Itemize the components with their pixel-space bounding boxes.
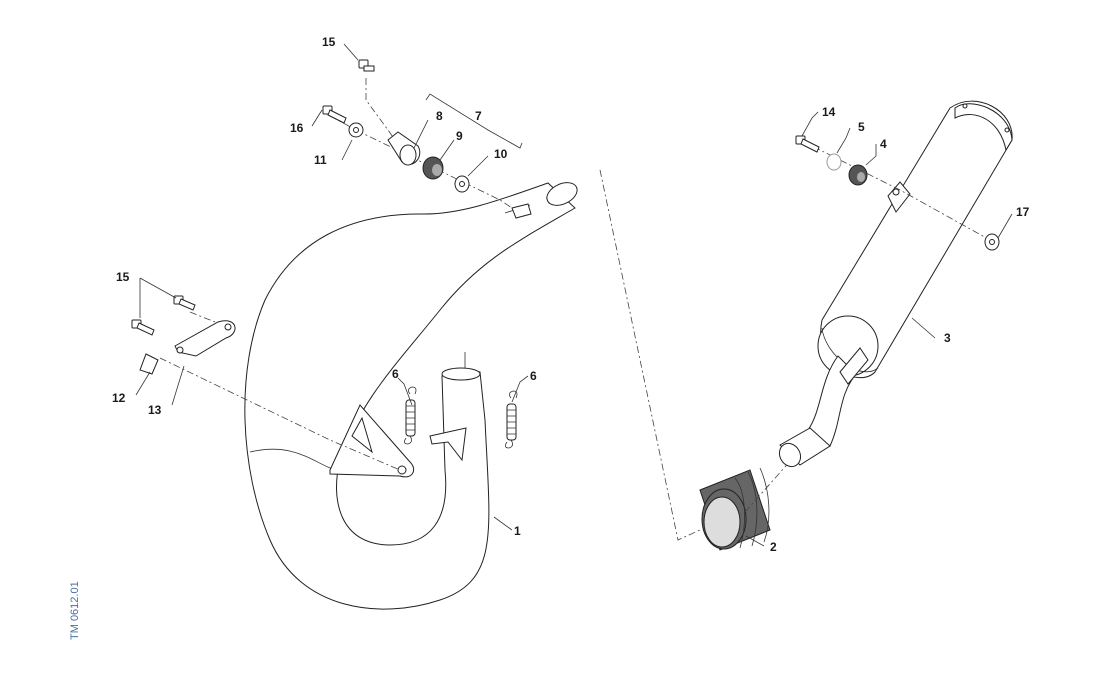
label-2: 2 — [770, 540, 777, 554]
silencer — [778, 100, 1013, 468]
label-7: 7 — [475, 109, 482, 123]
label-6-left: 6 — [392, 367, 399, 381]
label-9: 9 — [456, 129, 463, 143]
label-1: 1 — [514, 524, 521, 538]
label-8: 8 — [436, 109, 443, 123]
gasket — [599, 169, 801, 551]
label-11: 11 — [314, 153, 327, 167]
label-3: 3 — [944, 331, 951, 345]
label-14: 14 — [822, 105, 836, 119]
label-13: 13 — [148, 403, 162, 417]
left-bracket-group — [131, 295, 401, 471]
reference-code: TM 0612.01 — [69, 581, 81, 640]
spring-right — [505, 390, 518, 449]
label-16: 16 — [290, 121, 304, 135]
label-15-left: 15 — [116, 270, 130, 284]
label-12: 12 — [112, 391, 126, 405]
label-5: 5 — [858, 120, 865, 134]
part-labels: 1 2 3 4 5 6 6 7 8 9 10 11 12 13 14 15 15… — [112, 35, 1030, 554]
label-17: 17 — [1016, 205, 1030, 219]
leader-lines — [135, 43, 1013, 547]
label-15-top: 15 — [322, 35, 336, 49]
spring-left — [404, 386, 417, 445]
label-10: 10 — [494, 147, 508, 161]
right-fasteners — [795, 135, 1000, 251]
label-6-right: 6 — [530, 369, 537, 383]
exhaust-pipe — [244, 182, 578, 610]
upper-fasteners — [322, 59, 523, 209]
label-4: 4 — [880, 137, 887, 151]
